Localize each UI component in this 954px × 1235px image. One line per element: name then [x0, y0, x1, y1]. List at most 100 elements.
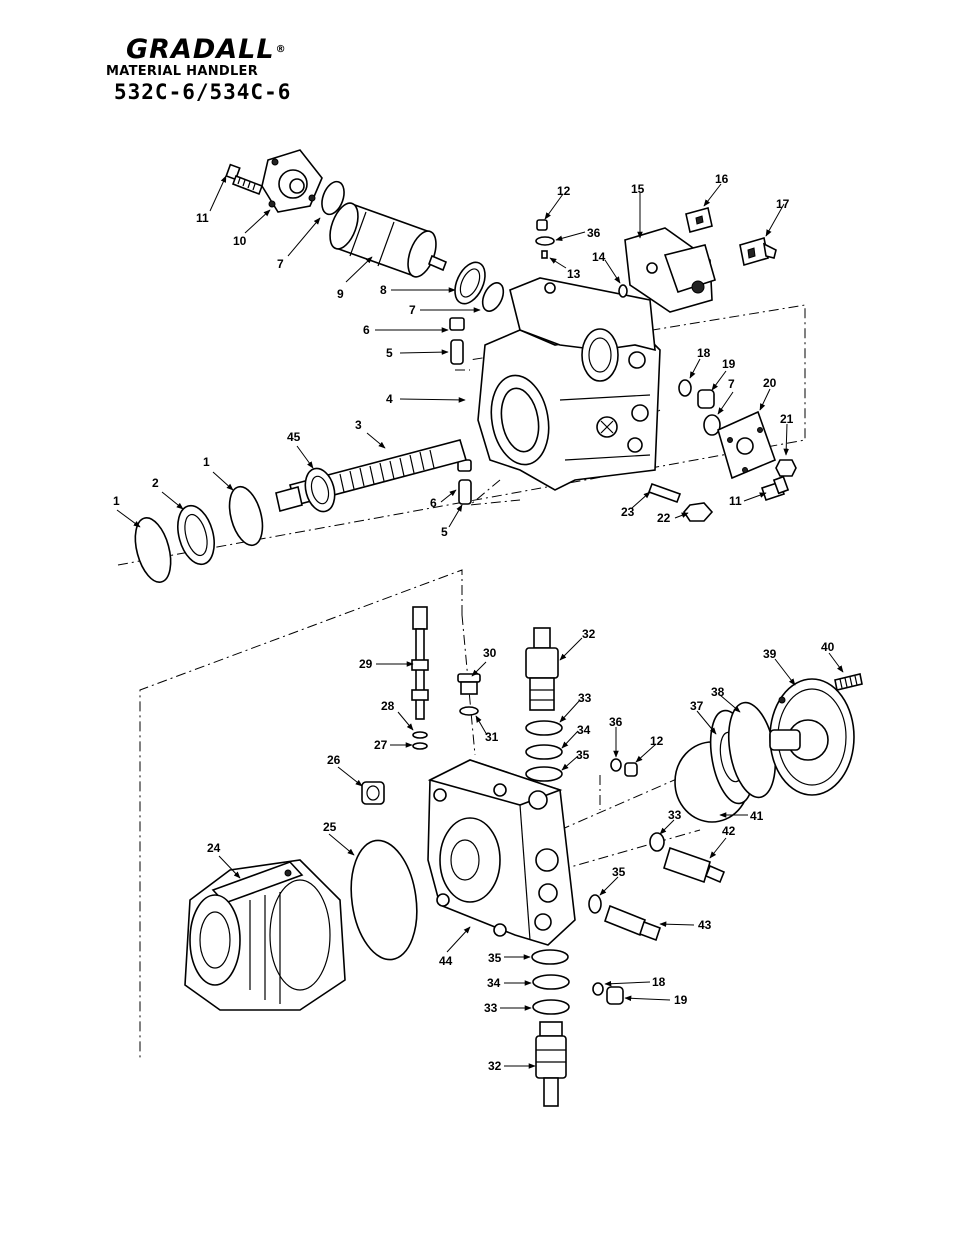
o-ring-18-lower	[593, 983, 603, 995]
callout-26: 26	[327, 753, 341, 767]
plug-6-bottom	[458, 460, 471, 504]
plug-19	[698, 390, 714, 408]
stud-23	[649, 484, 680, 502]
callout-18a: 18	[697, 346, 711, 360]
flange-10	[262, 150, 322, 212]
seal-27	[413, 743, 427, 749]
o-ring-35-side	[589, 895, 601, 913]
callout-34b: 34	[487, 976, 501, 990]
callout-3: 3	[355, 418, 362, 432]
callout-29: 29	[359, 657, 373, 671]
valve-cartridge-32-bottom	[536, 1022, 566, 1106]
o-ring-33-top	[526, 721, 562, 735]
callout-45: 45	[287, 430, 301, 444]
callout-22: 22	[657, 511, 671, 525]
callout-6a: 6	[363, 323, 370, 337]
o-ring-33-side	[650, 833, 664, 851]
callout-44: 44	[439, 954, 453, 968]
callout-32a: 32	[582, 627, 596, 641]
callout-37: 37	[690, 699, 704, 713]
callout-11b: 11	[729, 494, 742, 508]
callout-2: 2	[152, 476, 159, 490]
callout-28: 28	[381, 699, 395, 713]
callout-12a: 12	[557, 184, 571, 198]
callout-18b: 18	[652, 975, 666, 989]
callout-33a: 33	[578, 691, 592, 705]
callout-38: 38	[711, 685, 725, 699]
bolt-11-top	[226, 165, 262, 194]
lower-assembly	[185, 607, 862, 1106]
callout-7a: 7	[409, 303, 416, 317]
valve-block-44	[428, 760, 575, 945]
seal-28	[413, 732, 427, 738]
o-ring-25	[344, 836, 424, 964]
plug-19-lower	[607, 987, 623, 1004]
callout-40: 40	[821, 640, 835, 654]
connector-16	[686, 208, 712, 232]
callout-41: 41	[750, 809, 764, 823]
o-ring-34-bottom	[533, 975, 569, 989]
callout-12b: 12	[650, 734, 664, 748]
callout-36b: 36	[609, 715, 623, 729]
callout-42: 42	[722, 824, 736, 838]
callout-5a: 5	[386, 346, 393, 360]
callout-24: 24	[207, 841, 221, 855]
bolt-11-right	[762, 477, 788, 500]
callout-10: 10	[233, 234, 247, 248]
callout-21: 21	[780, 412, 794, 426]
callout-11a: 11	[196, 211, 209, 225]
callout-15: 15	[631, 182, 645, 196]
plug-12-lower	[625, 763, 637, 776]
callout-39: 39	[763, 647, 777, 661]
plug-30	[458, 674, 480, 694]
callout-8: 8	[380, 283, 387, 297]
upper-assembly	[129, 150, 796, 586]
spool-29	[412, 607, 428, 719]
o-ring-34-top	[526, 745, 562, 759]
callout-5b: 5	[441, 525, 448, 539]
callout-7b: 7	[277, 257, 284, 271]
callout-1a: 1	[113, 494, 120, 508]
callout-20: 20	[763, 376, 777, 390]
plug-26	[362, 782, 384, 804]
callout-36a: 36	[587, 226, 601, 240]
nut-22	[684, 503, 712, 521]
callout-35b: 35	[612, 865, 626, 879]
orifice-13	[542, 251, 547, 258]
rotating-group-24	[185, 860, 345, 1010]
o-ring-35-top	[526, 767, 562, 781]
end-cover-39	[770, 679, 854, 795]
callout-31: 31	[485, 730, 499, 744]
o-ring-31	[460, 707, 478, 715]
cover-plate-20	[718, 412, 775, 478]
callout-30: 30	[483, 646, 497, 660]
callout-32b: 32	[488, 1059, 502, 1073]
callout-35c: 35	[488, 951, 502, 965]
screw-40	[835, 674, 862, 690]
callout-14: 14	[592, 250, 606, 264]
callout-6b: 6	[430, 496, 437, 510]
callout-4: 4	[386, 392, 393, 406]
callout-7c: 7	[728, 377, 735, 391]
pump-housing-4	[478, 278, 660, 490]
o-ring-33-bottom	[533, 1000, 569, 1014]
callout-33b: 33	[668, 808, 682, 822]
callout-16: 16	[715, 172, 729, 186]
fitting-43	[605, 906, 660, 940]
callout-33c: 33	[484, 1001, 498, 1015]
callout-19a: 19	[722, 357, 736, 371]
callout-1b: 1	[203, 455, 210, 469]
callout-27: 27	[374, 738, 388, 752]
callout-19b: 19	[674, 993, 688, 1007]
callout-25: 25	[323, 820, 337, 834]
callout-35a: 35	[576, 748, 590, 762]
callout-13: 13	[567, 267, 581, 281]
o-ring-7c	[704, 415, 720, 435]
nut-21	[776, 460, 796, 476]
callout-9: 9	[337, 287, 344, 301]
callout-17: 17	[776, 197, 790, 211]
connector-17	[740, 238, 776, 265]
o-ring-35-bottom	[532, 950, 568, 964]
callout-34a: 34	[577, 723, 591, 737]
